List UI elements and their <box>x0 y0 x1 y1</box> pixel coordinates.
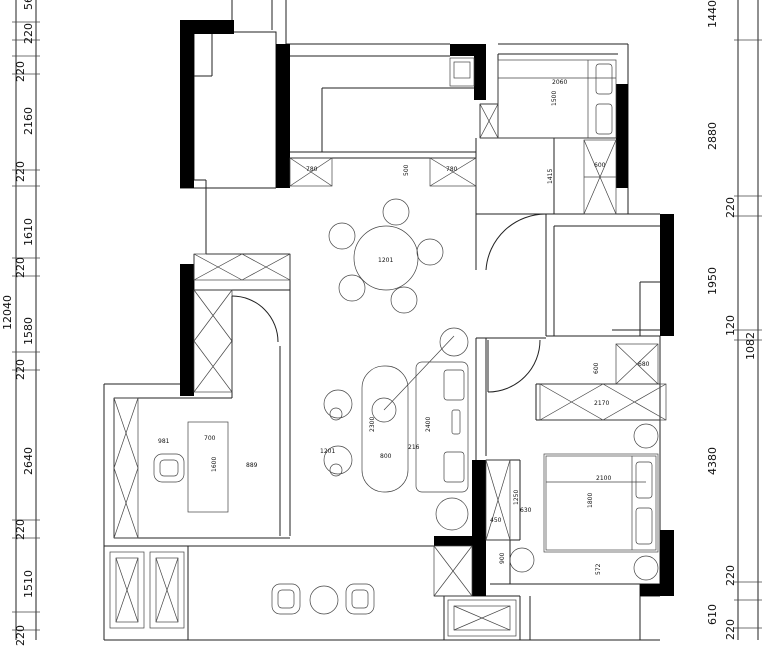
label-wardrobe-gap: 600 <box>593 362 600 374</box>
right-dim-4: 120 <box>724 315 737 336</box>
left-dim-11: 1510 <box>22 570 35 598</box>
label-table-round: 1201 <box>378 257 393 264</box>
left-dim-7: 1580 <box>22 317 35 345</box>
label-desk-left: 981 <box>158 438 170 445</box>
beds <box>497 59 659 553</box>
label-desk-h: 1600 <box>211 457 218 472</box>
right-dim-8: 220 <box>724 619 737 640</box>
label-bed-w: 2100 <box>596 475 611 482</box>
label-gap-mid: 500 <box>403 164 410 176</box>
right-dim-0: 1440 <box>706 0 719 28</box>
label-cab-top-right: 600 <box>594 162 606 169</box>
living-furniture <box>153 327 659 581</box>
label-hall-h: 1415 <box>547 169 554 184</box>
left-dim-2: 220 <box>14 61 27 82</box>
label-sofa-dep: 216 <box>408 444 420 451</box>
left-dim-9: 2640 <box>22 447 35 475</box>
right-dim-6: 220 <box>724 565 737 586</box>
left-total-dim: 12040 <box>1 295 14 330</box>
label-bed-h: 1800 <box>587 493 594 508</box>
label-bed-top-h: 1500 <box>551 91 558 106</box>
label-bath-small: 450 <box>490 517 502 524</box>
right-dim-5: 4380 <box>706 447 719 475</box>
right-total-dim: 1082 <box>744 332 757 360</box>
structural-walls <box>180 20 674 596</box>
balcony-lounge <box>271 583 375 615</box>
label-tv-unit: 2300 <box>369 417 376 432</box>
label-sofa-len: 2400 <box>425 417 432 432</box>
label-bath-w: 630 <box>520 507 532 514</box>
label-cab-bed-right: 680 <box>638 361 650 368</box>
right-dim-3: 1950 <box>706 267 719 295</box>
right-dim-1: 2880 <box>706 122 719 150</box>
label-rug: 800 <box>380 453 392 460</box>
door-swings <box>231 213 547 393</box>
label-door-900: 900 <box>499 552 506 564</box>
right-dim-7: 610 <box>706 604 719 625</box>
left-dim-4: 220 <box>14 161 27 182</box>
left-dim-6: 220 <box>14 257 27 278</box>
label-wardrobe-right: 780 <box>446 166 458 173</box>
left-dim-12: 220 <box>14 625 27 646</box>
room-labels: 780 500 780 2060 1500 1415 600 1201 700 … <box>158 79 650 575</box>
left-dim-0: 560 <box>22 0 35 10</box>
label-desk-gap: 889 <box>246 462 258 469</box>
left-dim-10: 220 <box>14 519 27 540</box>
label-table2: 1201 <box>320 448 335 455</box>
label-wardrobe-long: 2170 <box>594 400 609 407</box>
left-dim-8: 220 <box>14 359 27 380</box>
left-dim-5: 1610 <box>22 218 35 246</box>
dining-set <box>328 198 444 314</box>
left-dim-1: 220 <box>22 23 35 44</box>
label-bath-h: 1250 <box>513 490 520 505</box>
left-dimension-chain: 560 220 220 2160 220 1610 220 1580 220 2… <box>1 0 40 646</box>
right-dim-2: 220 <box>724 197 737 218</box>
label-bed-gap: 572 <box>595 563 602 575</box>
right-dimension-chain: 1440 2880 220 1950 120 4380 220 610 220 … <box>706 0 762 640</box>
label-bed-top-w: 2060 <box>552 79 567 86</box>
label-wardrobe-left: 780 <box>306 166 318 173</box>
left-dim-3: 2160 <box>22 107 35 135</box>
label-desk-w: 700 <box>204 435 216 442</box>
